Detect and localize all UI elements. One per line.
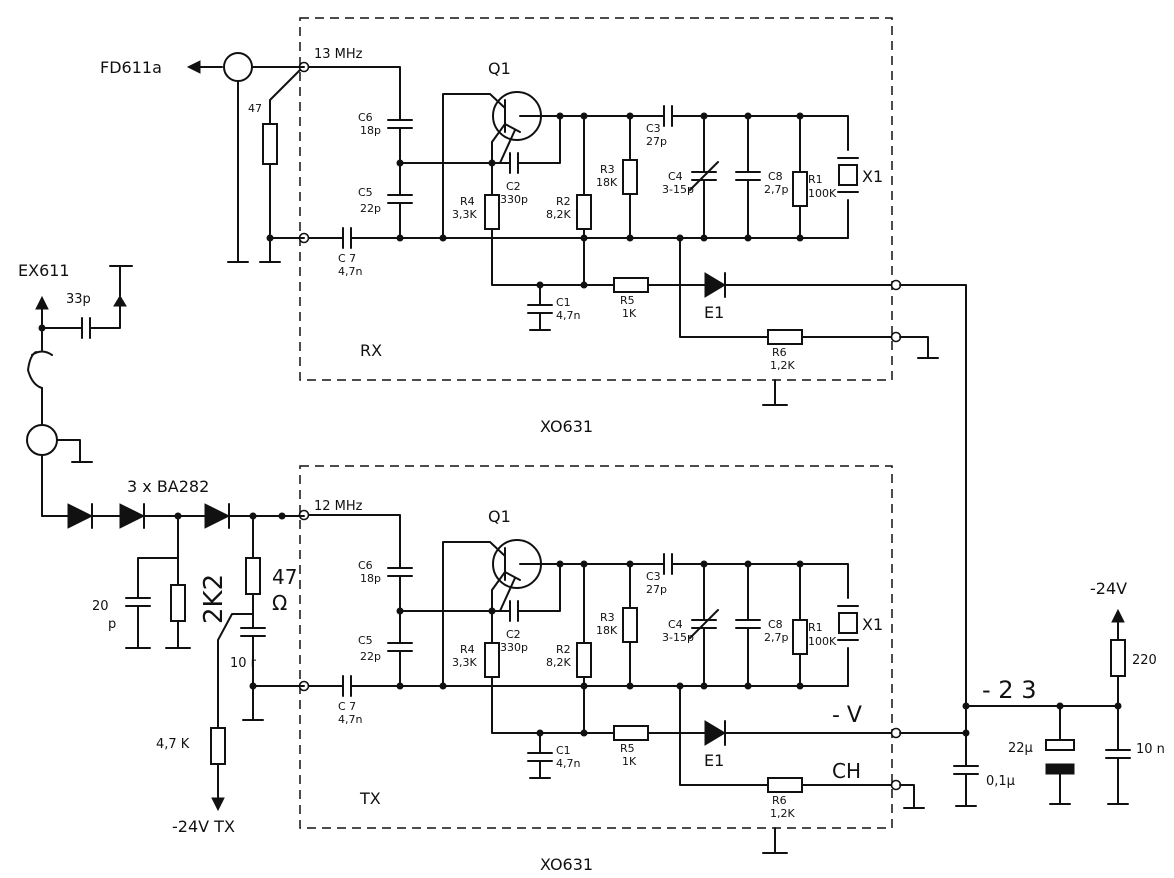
cap-33p-label: 33p	[66, 292, 91, 307]
cap-22u-label: 22µ	[1008, 741, 1033, 756]
rx-c7-val: 4,7n	[338, 265, 362, 278]
rx-c8-val: 2,7p	[764, 183, 788, 196]
rx-output-network: FD611a 47	[100, 52, 305, 263]
supply-tx-label: -24V TX	[172, 817, 235, 836]
rx-c2-val: 330p	[500, 193, 528, 206]
rx-c1-ref: C1	[556, 296, 571, 309]
rx-c6-val: 18p	[360, 124, 381, 137]
rx-c4-val: 3-15p	[662, 183, 694, 196]
tx-c4-val: 3-15p	[662, 631, 694, 644]
tx-c3-ref: C3	[646, 570, 661, 583]
tx-c5-val: 22p	[360, 650, 381, 663]
rx-r2-val: 8,2K	[546, 208, 571, 221]
hand-ch-label: CH	[832, 759, 861, 783]
hand-v-label: - V	[832, 703, 862, 728]
tx-r6-val: 1,2K	[770, 807, 795, 820]
rx-r4-ref: R4	[460, 195, 475, 208]
rx-c3-val: 27p	[646, 135, 667, 148]
hand-47-label: 47	[272, 565, 297, 589]
supply-24v-label: -24V	[1090, 579, 1127, 598]
rx-c8-ref: C8	[768, 170, 783, 183]
tx-r3-val: 18K	[596, 624, 618, 637]
hand-23-label: - 2 3	[982, 676, 1036, 704]
rx-c2-ref: C2	[506, 180, 521, 193]
rx-c1-val: 4,7n	[556, 309, 580, 322]
r-220-label: 220	[1132, 653, 1157, 668]
rx-r3-ref: R3	[600, 163, 615, 176]
tx-r4-ref: R4	[460, 643, 475, 656]
rx-module-label: XO631	[540, 417, 593, 436]
tx-c2-val: 330p	[500, 641, 528, 654]
rx-r3-val: 18K	[596, 176, 618, 189]
cap-01u-label: 0,1µ	[986, 774, 1015, 789]
tx-c5-ref: C5	[358, 634, 373, 647]
tx-c6-ref: C6	[358, 559, 373, 572]
rx-c7-ref: C 7	[338, 252, 356, 265]
tx-r6-ref: R6	[772, 794, 787, 807]
rx-x1-label: X1	[862, 167, 883, 186]
fd611a-label: FD611a	[100, 58, 162, 77]
tx-c8-val: 2,7p	[764, 631, 788, 644]
rx-q1-label: Q1	[488, 59, 511, 78]
r47-label: 47	[248, 102, 262, 115]
cap-10n-label: 10 n	[1136, 742, 1165, 757]
tx-r3-ref: R3	[600, 611, 615, 624]
rx-r1-ref: R1	[808, 173, 823, 186]
r-4k7-label: 4,7 K	[156, 737, 190, 752]
tx-c1-ref: C1	[556, 744, 571, 757]
diodes-label: 3 x BA282	[127, 477, 209, 496]
rx-c3-ref: C3	[646, 122, 661, 135]
supply-network: 22µ 10 n 220 -24V 0,1µ - 2 3 - V CH	[832, 284, 1165, 809]
rx-c5-ref: C5	[358, 186, 373, 199]
ex611-label: EX611	[18, 261, 70, 280]
tx-module-label: XO631	[540, 855, 593, 874]
rx-r5-val: 1K	[622, 307, 637, 320]
rx-name: RX	[360, 341, 382, 360]
tx-r2-val: 8,2K	[546, 656, 571, 669]
tx-r5-val: 1K	[622, 755, 637, 768]
rx-c5-val: 22p	[360, 202, 381, 215]
tx-r1-ref: R1	[808, 621, 823, 634]
tx-r4-val: 3,3K	[452, 656, 477, 669]
cap-10r-label: 10 r	[230, 656, 257, 671]
tx-c7-val: 4,7n	[338, 713, 362, 726]
tx-r2-ref: R2	[556, 643, 571, 656]
cap-20p-label-a: 20	[92, 599, 109, 614]
cap-20p-label-b: p	[108, 617, 116, 632]
tx-input-network: EX611 33p 3 x BA282 20 p	[18, 261, 305, 836]
tx-c1-val: 4,7n	[556, 757, 580, 770]
tx-freq: 12 MHz	[314, 499, 363, 514]
tx-c6-val: 18p	[360, 572, 381, 585]
rx-r2-ref: R2	[556, 195, 571, 208]
tx-c3-val: 27p	[646, 583, 667, 596]
rx-c4-ref: C4	[668, 170, 683, 183]
tx-q1-label: Q1	[488, 507, 511, 526]
tx-c8-ref: C8	[768, 618, 783, 631]
hand-ohm-label: Ω	[272, 591, 287, 615]
tx-c2-ref: C2	[506, 628, 521, 641]
tx-c4-ref: C4	[668, 618, 683, 631]
tx-e1-label: E1	[704, 751, 724, 770]
tx-x1-label: X1	[862, 615, 883, 634]
tx-r1-val: 100K	[808, 635, 837, 648]
rx-r4-val: 3,3K	[452, 208, 477, 221]
rx-freq: 13 MHz	[314, 47, 363, 62]
rx-e1-label: E1	[704, 303, 724, 322]
hand-2k2-label: 2K2	[199, 574, 229, 624]
rx-module: 13 MHz Q1 C6 18p C5 22p C 7 4,7n C2 330p…	[298, 17, 902, 436]
rx-r1-val: 100K	[808, 187, 837, 200]
rx-c6-ref: C6	[358, 111, 373, 124]
rx-r6-val: 1,2K	[770, 359, 795, 372]
tx-c7-ref: C 7	[338, 700, 356, 713]
tx-r5-ref: R5	[620, 742, 635, 755]
rx-r5-ref: R5	[620, 294, 635, 307]
rx-r6-ref: R6	[772, 346, 787, 359]
tx-name: TX	[359, 789, 381, 808]
tx-module: 12 MHz Q1 C6 18p C5 22p C 7 4,7n C2 330p…	[298, 465, 902, 874]
